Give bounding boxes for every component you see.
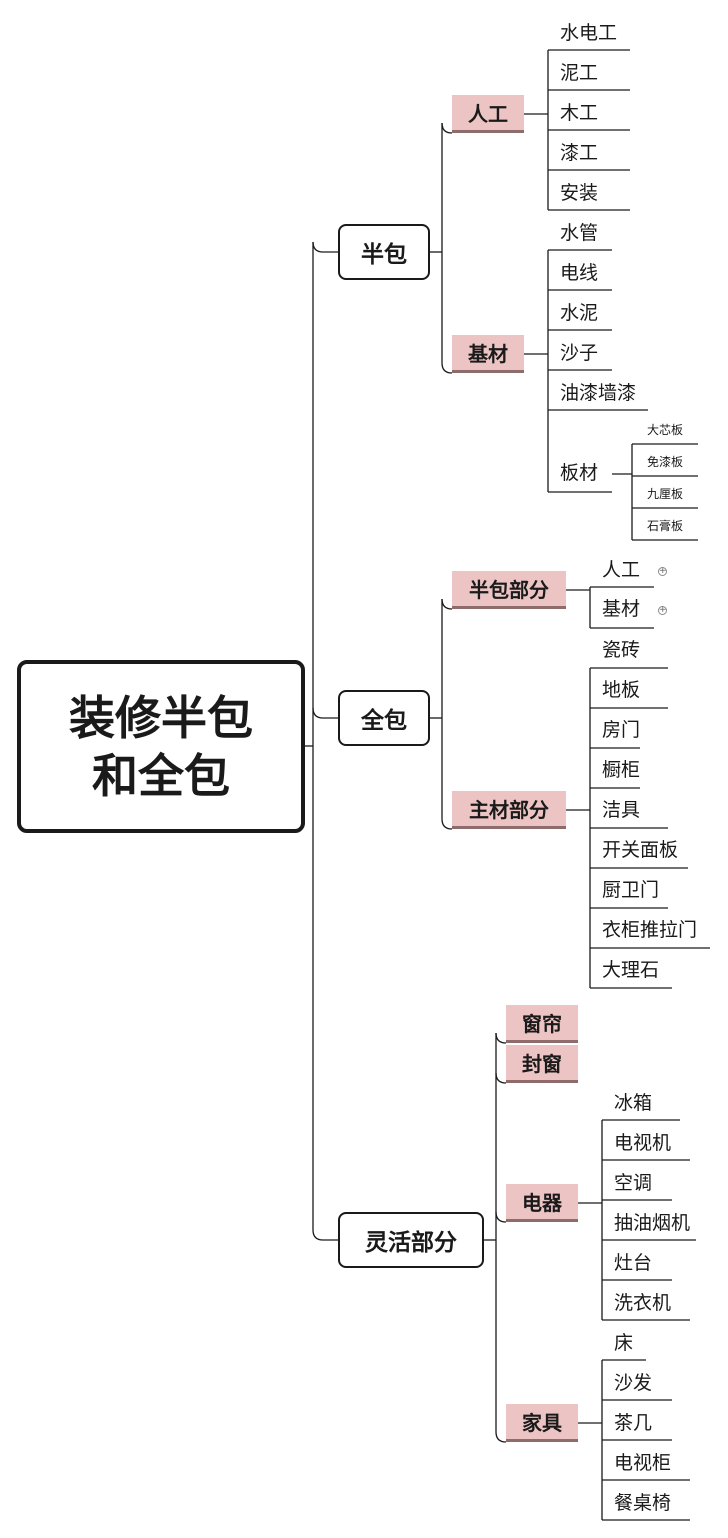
root-title-line-1: 装修半包 bbox=[69, 690, 253, 745]
group-feng-chuang[interactable]: 封窗 bbox=[506, 1045, 578, 1083]
quanbao-link-0 bbox=[441, 598, 453, 610]
leaf-dian-shi-ji[interactable]: 电视机 bbox=[614, 1132, 672, 1154]
leaf-da-li-shi[interactable]: 大理石 bbox=[602, 959, 660, 981]
group-jia-ju[interactable]: 家具 bbox=[506, 1404, 578, 1442]
group-ban-bao-bu-fen[interactable]: 半包部分 bbox=[452, 571, 566, 609]
expand-ji-cai-icon[interactable]: + bbox=[658, 605, 667, 615]
leaf-jiu-li-ban[interactable]: 九厘板 bbox=[647, 487, 684, 501]
leaf-shi-gao-ban[interactable]: 石膏板 bbox=[647, 519, 684, 533]
banbao-link-1 bbox=[441, 362, 453, 374]
leaf-ban-cai[interactable]: 板材 bbox=[560, 462, 599, 484]
leaf-mu-gong[interactable]: 木工 bbox=[560, 102, 599, 124]
root-topic[interactable]: 装修半包 和全包 bbox=[17, 660, 305, 833]
leaf-kong-tiao[interactable]: 空调 bbox=[614, 1172, 653, 1194]
leaf-you-qi-qiang-qi[interactable]: 油漆墙漆 bbox=[560, 382, 637, 404]
leaf-mian-qi-ban[interactable]: 免漆板 bbox=[647, 455, 684, 469]
leaf-jie-ju[interactable]: 洁具 bbox=[602, 799, 641, 821]
linghuo-link-1 bbox=[495, 1072, 507, 1084]
linghuo-link-0 bbox=[495, 1032, 507, 1044]
leaf-fang-men[interactable]: 房门 bbox=[602, 719, 641, 741]
quanbao-link-1 bbox=[441, 818, 453, 830]
leaf-yi-gui-tui-la-men[interactable]: 衣柜推拉门 bbox=[602, 919, 698, 941]
leaf-ji-cai[interactable]: 基材 bbox=[602, 598, 641, 620]
linghuo-link-3 bbox=[495, 1431, 507, 1443]
leaf-an-zhuang[interactable]: 安装 bbox=[560, 182, 599, 204]
leaf-can-zhuo-yi[interactable]: 餐桌椅 bbox=[614, 1492, 672, 1514]
leaf-ni-gong[interactable]: 泥工 bbox=[560, 62, 599, 84]
banbao-link-0 bbox=[441, 122, 453, 134]
root-title-line-2: 和全包 bbox=[92, 748, 230, 803]
leaf-shui-ni[interactable]: 水泥 bbox=[560, 302, 599, 324]
branch-ban-bao[interactable]: 半包 bbox=[338, 224, 430, 280]
group-zhu-cai-bu-fen[interactable]: 主材部分 bbox=[452, 791, 566, 829]
branch-quan-bao[interactable]: 全包 bbox=[338, 690, 430, 746]
group-ren-gong[interactable]: 人工 bbox=[452, 95, 524, 133]
leaf-xi-yi-ji[interactable]: 洗衣机 bbox=[614, 1292, 672, 1314]
group-chuang-lian[interactable]: 窗帘 bbox=[506, 1005, 578, 1043]
leaf-cha-ji[interactable]: 茶几 bbox=[614, 1412, 653, 1434]
expand-ren-gong-icon[interactable]: + bbox=[658, 566, 667, 576]
leaf-sha-zi[interactable]: 沙子 bbox=[560, 342, 599, 364]
root-link-1 bbox=[312, 707, 338, 719]
leaf-shui-dian-gong[interactable]: 水电工 bbox=[560, 22, 618, 44]
leaf-kai-guan-mian-ban[interactable]: 开关面板 bbox=[602, 839, 679, 861]
leaf-chu-gui[interactable]: 橱柜 bbox=[602, 759, 641, 781]
group-dian-qi[interactable]: 电器 bbox=[506, 1184, 578, 1222]
branch-ling-huo-bu-fen[interactable]: 灵活部分 bbox=[338, 1212, 484, 1268]
group-ji-cai[interactable]: 基材 bbox=[452, 335, 524, 373]
leaf-chu-wei-men[interactable]: 厨卫门 bbox=[602, 879, 660, 901]
leaf-di-ban[interactable]: 地板 bbox=[602, 679, 641, 701]
leaf-sha-fa[interactable]: 沙发 bbox=[614, 1372, 653, 1394]
leaf-bing-xiang[interactable]: 冰箱 bbox=[614, 1092, 653, 1114]
leaf-ren-gong[interactable]: 人工 bbox=[602, 559, 641, 581]
leaf-ci-zhuan[interactable]: 瓷砖 bbox=[602, 639, 641, 661]
leaf-chuang[interactable]: 床 bbox=[614, 1332, 634, 1354]
leaf-dian-shi-gui[interactable]: 电视柜 bbox=[614, 1452, 672, 1474]
leaf-shui-guan[interactable]: 水管 bbox=[560, 222, 599, 244]
leaf-dian-xian[interactable]: 电线 bbox=[560, 262, 599, 284]
linghuo-link-2 bbox=[495, 1211, 507, 1223]
leaf-qi-gong[interactable]: 漆工 bbox=[560, 142, 599, 164]
leaf-zao-tai[interactable]: 灶台 bbox=[614, 1252, 653, 1274]
root-link-0 bbox=[312, 241, 338, 253]
leaf-da-xin-ban[interactable]: 大芯板 bbox=[647, 423, 684, 437]
root-link-2 bbox=[312, 1229, 338, 1241]
leaf-chou-you-yan-ji[interactable]: 抽油烟机 bbox=[614, 1212, 691, 1234]
